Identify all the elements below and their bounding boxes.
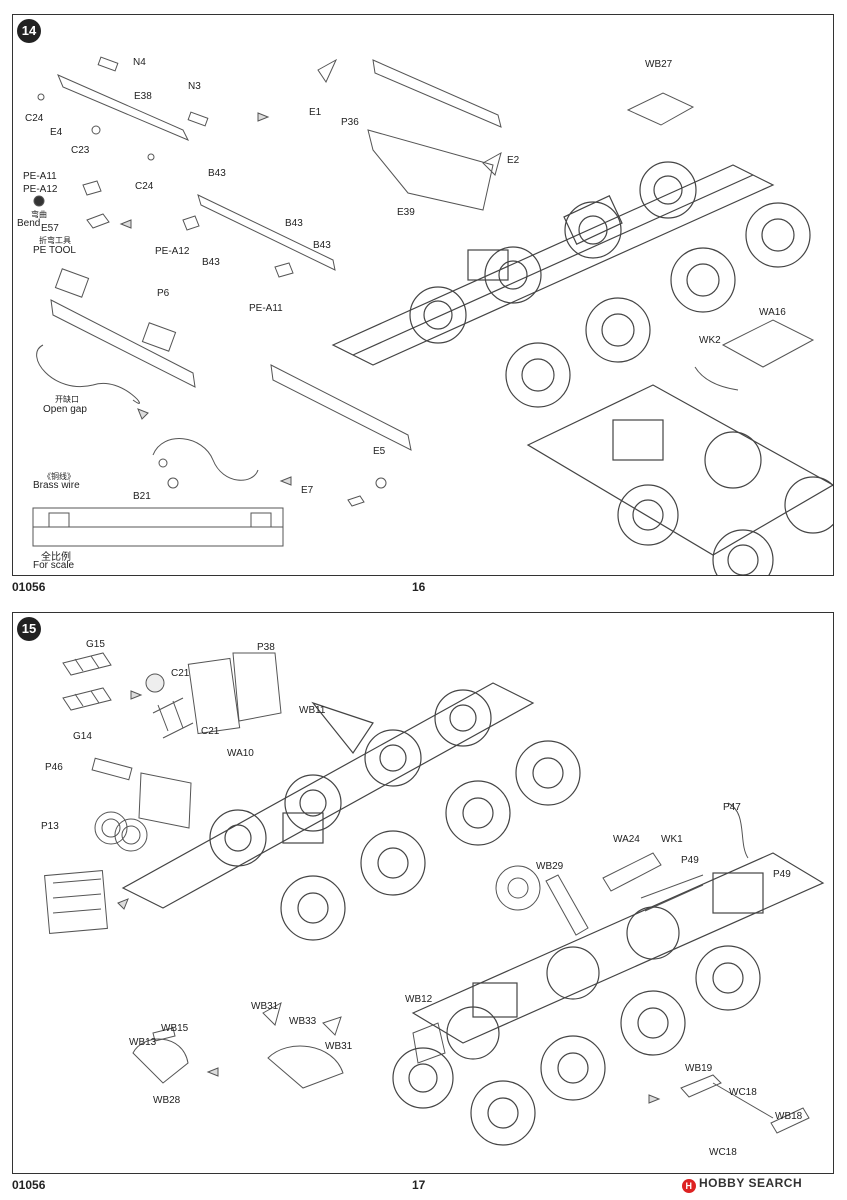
bend-note-cn: 弯曲 — [31, 210, 47, 219]
part-label-c24-second: C24 — [135, 181, 154, 192]
watermark-text: HOBBY SEARCH — [699, 1176, 803, 1190]
part-label-wb19: WB19 — [685, 1063, 713, 1074]
part-label-wa16: WA16 — [759, 307, 786, 318]
part-label-wk1: WK1 — [661, 834, 683, 845]
part-label-n4: N4 — [133, 57, 146, 68]
part-label-wc18-second: WC18 — [709, 1147, 737, 1158]
part-label-p36: P36 — [341, 117, 359, 128]
part-label-p47: P47 — [723, 802, 741, 813]
part-label-wa24: WA24 — [613, 834, 640, 845]
part-label-p49-second: P49 — [773, 869, 791, 880]
part-label-b43-fourth: B43 — [202, 257, 220, 268]
part-label-p13: P13 — [41, 821, 59, 832]
part-label-wa10: WA10 — [227, 748, 254, 759]
part-label-wb33: WB33 — [289, 1016, 317, 1027]
for-scale-note-en: For scale — [33, 560, 75, 571]
watermark-logo-icon: H — [682, 1179, 696, 1193]
pe-tool-note-en: PE TOOL — [33, 245, 76, 256]
part-label-b43: B43 — [208, 168, 226, 179]
page-number-top: 16 — [412, 580, 426, 594]
part-label-wk2: WK2 — [699, 335, 721, 346]
open-gap-note-cn: 开缺口 — [55, 395, 79, 404]
part-label-b21: B21 — [133, 491, 151, 502]
part-label-g15: G15 — [86, 639, 105, 650]
part-label-n3: N3 — [188, 81, 201, 92]
brass-wire-note-en: Brass wire — [33, 480, 80, 491]
step-number-badge: 15 — [17, 617, 41, 641]
part-label-p49: P49 — [681, 855, 699, 866]
page-number-bottom: 17 — [412, 1178, 426, 1192]
footer-code-top: 01056 — [12, 580, 46, 594]
pe-tool-note-cn: 折弯工具 — [39, 236, 71, 245]
open-gap-note-en: Open gap — [43, 404, 87, 415]
bend-note-en: Bend — [17, 218, 41, 229]
part-label-p38: P38 — [257, 642, 275, 653]
part-label-c21-second: C21 — [201, 726, 220, 737]
part-label-e7: E7 — [301, 485, 314, 496]
part-label-wc18: WC18 — [729, 1087, 757, 1098]
part-label-pe-a11-second: PE-A11 — [249, 303, 283, 314]
part-label-wb15: WB15 — [161, 1023, 189, 1034]
part-label-wb31-second: WB31 — [325, 1041, 353, 1052]
part-label-c24: C24 — [25, 113, 44, 124]
part-label-wb12: WB12 — [405, 994, 433, 1005]
brass-wire-note-cn: 《铜线》 — [43, 472, 75, 481]
step-14-artwork — [32, 56, 833, 575]
step-15-artwork — [44, 652, 825, 1146]
part-label-wb29: WB29 — [536, 861, 564, 872]
part-label-wb28: WB28 — [153, 1095, 181, 1106]
part-label-p6: P6 — [157, 288, 170, 299]
part-label-wb11: WB11 — [299, 705, 326, 716]
part-label-p46: P46 — [45, 762, 63, 773]
part-label-wb18: WB18 — [775, 1111, 803, 1122]
part-label-g14: G14 — [73, 731, 92, 742]
part-label-pe-a12-second: PE-A12 — [155, 246, 190, 257]
step-15-panel: 15 G15 G14 C21 C21 P38 WA10 WB11 P46 P13… — [12, 612, 834, 1174]
part-label-c23: C23 — [71, 145, 90, 156]
part-label-b43-third: B43 — [313, 240, 331, 251]
step-number-badge: 14 — [17, 19, 41, 43]
part-label-pe-a11: PE-A11 — [23, 171, 57, 182]
part-label-wb31: WB31 — [251, 1001, 279, 1012]
part-label-b43-second: B43 — [285, 218, 303, 229]
step-14-panel: 14 N4 N3 E38 C24 E4 C23 C24 PE-A11 PE-A1… — [12, 14, 834, 576]
part-label-e1: E1 — [309, 107, 322, 118]
footer-code-bottom: 01056 — [12, 1178, 46, 1192]
part-label-e39: E39 — [397, 207, 415, 218]
part-label-wb27: WB27 — [645, 59, 673, 70]
part-label-e4: E4 — [50, 127, 63, 138]
part-label-e5: E5 — [373, 446, 386, 457]
part-label-pe-a12: PE-A12 — [23, 184, 58, 195]
part-label-wb13: WB13 — [129, 1037, 157, 1048]
part-label-e38: E38 — [134, 91, 152, 102]
for-scale-note-cn: 全比例 — [41, 552, 71, 563]
part-label-c21: C21 — [171, 668, 190, 679]
part-label-e57: E57 — [41, 223, 59, 234]
part-label-e2: E2 — [507, 155, 520, 166]
